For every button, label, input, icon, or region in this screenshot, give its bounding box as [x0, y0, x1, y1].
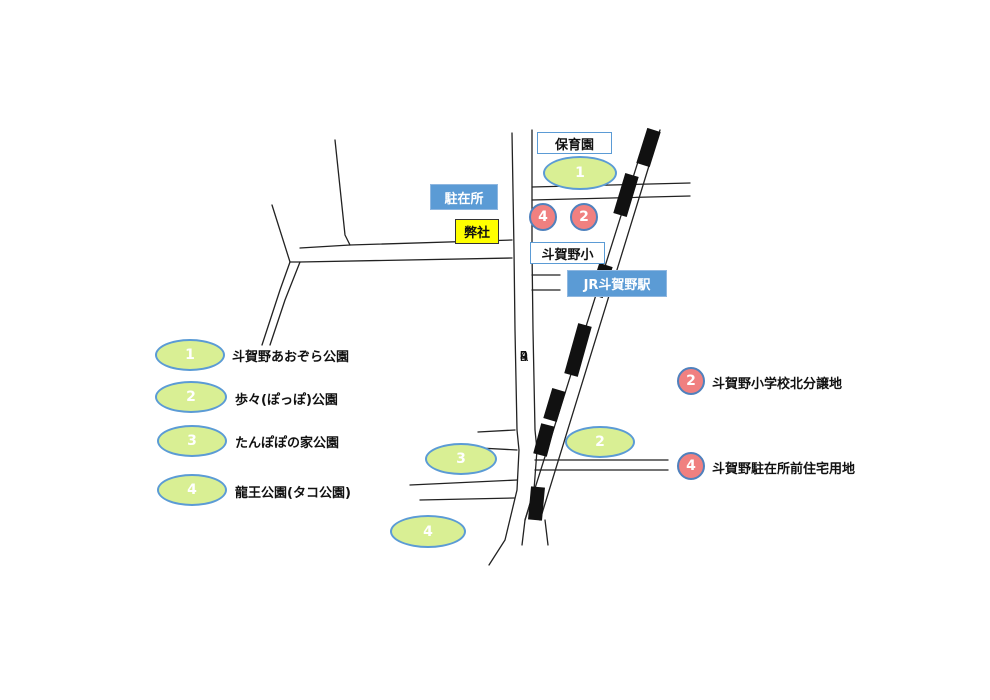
park-marker-2: 2	[565, 426, 635, 458]
route-char: 9	[519, 350, 529, 365]
our-company-label: 弊社	[455, 219, 499, 244]
route-char: 4	[519, 350, 529, 365]
site-marker-2: 2	[570, 203, 598, 231]
nursery-label: 保育園	[537, 132, 612, 154]
legend-site-name: 斗賀野駐在所前住宅用地	[712, 462, 856, 477]
legend-park-marker: 1	[155, 339, 225, 371]
legend-park-name: 龍王公園(タコ公園)	[235, 486, 351, 501]
station-label: JR斗賀野駅	[567, 270, 667, 297]
park-marker-3: 3	[425, 443, 497, 475]
route-char: R	[519, 350, 529, 365]
site-marker-4: 4	[529, 203, 557, 231]
route-char: 4	[519, 350, 529, 365]
police-box-label: 駐在所	[430, 184, 498, 210]
legend-park-marker: 2	[155, 381, 227, 413]
legend-park-marker: 3	[157, 425, 227, 457]
legend-park-name: 歩々(ぽっぽ)公園	[235, 393, 338, 408]
legend-site-name: 斗賀野小学校北分譲地	[712, 377, 843, 392]
legend-site-marker: 2	[677, 367, 705, 395]
legend-site-marker: 4	[677, 452, 705, 480]
park-marker-4: 4	[390, 515, 466, 548]
legend-park-marker: 4	[157, 474, 227, 506]
park-marker-1: 1	[543, 156, 617, 190]
legend-park-name: たんぽぽの家公園	[235, 436, 340, 451]
legend-park-name: 斗賀野あおぞら公園	[232, 350, 350, 365]
school-label: 斗賀野小	[530, 242, 605, 264]
